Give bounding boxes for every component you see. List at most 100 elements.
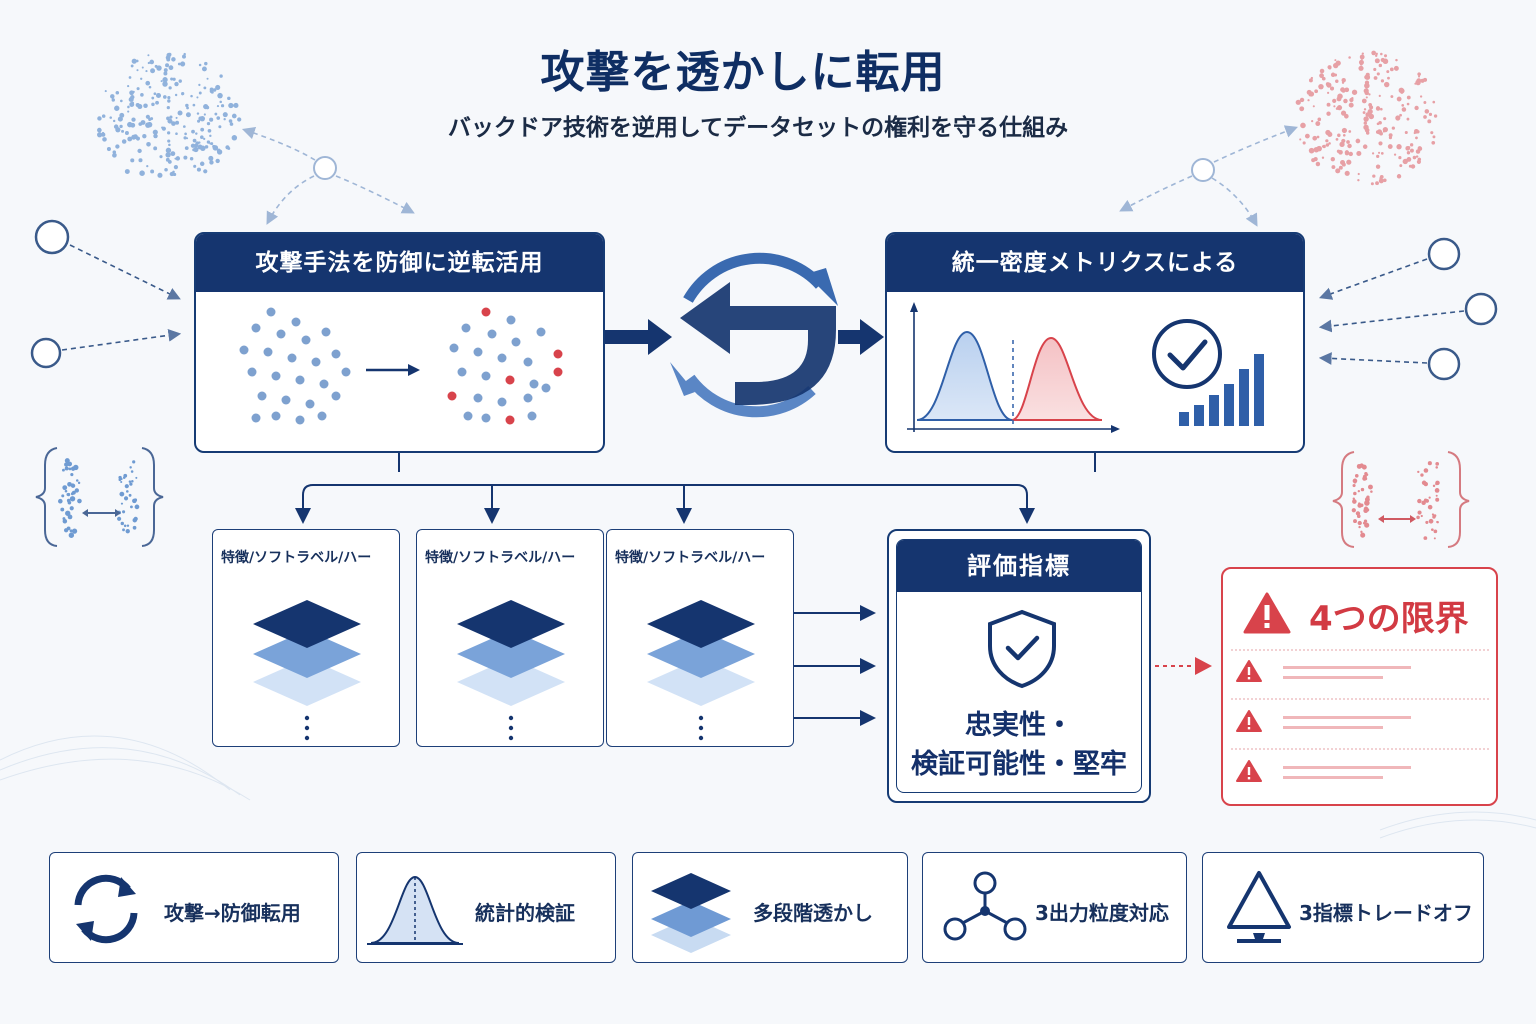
cloud-dot [1312, 135, 1318, 141]
density-metric-panel: 統一密度メトリクスによる [885, 232, 1305, 453]
data-point [553, 349, 563, 359]
cloud-dot [206, 77, 209, 80]
cloud-dot [1295, 99, 1301, 105]
cloud-dot [151, 96, 155, 100]
cloud-dot [1325, 139, 1329, 143]
cloud-dot [216, 149, 223, 155]
cloud-dot [227, 96, 231, 101]
cloud-dot [148, 118, 151, 122]
cloud-dot [1386, 70, 1390, 74]
cloud-dot [124, 131, 129, 136]
cloud-dot [1417, 75, 1421, 78]
data-point [457, 367, 467, 377]
limitations-title: 4つの限界 [1309, 599, 1469, 639]
cloud-dot [212, 88, 217, 92]
cloud-dot [133, 527, 136, 530]
cloud-dot [217, 92, 223, 99]
cloud-dot [212, 145, 219, 151]
layer-top [647, 600, 755, 648]
cloud-dot [128, 76, 132, 79]
ellipsis-dot [304, 725, 310, 731]
cloud-dot [1434, 488, 1440, 493]
cloud-dot [1353, 491, 1357, 496]
legend-item-attack-to-defense: 攻撃→防御転用 [49, 852, 339, 963]
cloud-dot [1366, 473, 1369, 476]
legend-label: 攻撃→防御転用 [164, 901, 301, 925]
cloud-dot [168, 65, 174, 71]
cloud-dot [159, 155, 163, 159]
cloud-dot [64, 462, 69, 467]
bell-curve-icon [367, 875, 463, 945]
cloud-dot [1308, 78, 1313, 83]
cloud-dot [166, 116, 170, 121]
cloud-dot [1299, 138, 1302, 141]
cloud-dot [1406, 95, 1411, 100]
input-node-right-3 [1318, 347, 1461, 381]
bracket-decoration-right [1332, 451, 1470, 548]
cloud-dot [117, 516, 122, 521]
cloud-dot [128, 493, 132, 497]
reverse-cycle-icon [670, 252, 838, 418]
cloud-dot [1375, 130, 1380, 134]
cloud-dot [131, 58, 137, 64]
cloud-dot [1355, 138, 1361, 144]
cloud-dot [150, 169, 155, 174]
cloud-dot [198, 91, 202, 95]
cloud-dot [207, 128, 212, 133]
cloud-dot [1311, 158, 1316, 163]
data-point [523, 357, 533, 367]
cloud-dot [1358, 59, 1364, 65]
cloud-dot [1399, 164, 1403, 168]
cloud-dot [1364, 522, 1370, 528]
cloud-dot [1435, 482, 1438, 486]
cloud-dot [183, 155, 188, 160]
cloud-dot [1321, 76, 1326, 81]
cloud-dot [175, 156, 181, 161]
background-swoosh [0, 735, 1536, 839]
cloud-dot [1335, 79, 1339, 83]
cloud-dot [97, 116, 102, 121]
cloud-dot [1373, 67, 1377, 72]
cloud-dot [70, 473, 74, 477]
cloud-dot [1370, 490, 1373, 493]
cloud-dot [1396, 144, 1402, 150]
cloud-dot [227, 147, 231, 150]
cloud-dot [1330, 157, 1335, 162]
cloud-dot [122, 528, 125, 532]
cloud-dot [61, 494, 65, 498]
cloud-dot [160, 80, 163, 83]
cloud-dot [1435, 466, 1438, 469]
cloud-dot [1412, 155, 1417, 160]
cloud-dot [143, 103, 148, 109]
cloud-dot [97, 127, 102, 133]
page-title: 攻撃を透かしに転用 [540, 47, 946, 98]
cloud-dot [1342, 133, 1346, 137]
cloud-dot [196, 96, 199, 99]
cloud-dot [134, 504, 140, 510]
cloud-dot [1325, 143, 1330, 147]
warning-icon [1243, 592, 1291, 634]
watermark-layer-card-1: 特徴/ソフトラベル/ハー [212, 529, 400, 747]
cloud-dot [1433, 514, 1437, 518]
cloud-dot [1409, 143, 1414, 147]
cloud-dot [184, 146, 189, 150]
attack-to-defense-header: 攻撃手法を防御に逆転活用 [196, 234, 603, 292]
cloud-dot [1409, 148, 1414, 153]
cloud-dot [204, 61, 208, 66]
cloud-dot [149, 59, 155, 65]
cloud-dot [1373, 76, 1378, 80]
cloud-dot [152, 129, 158, 135]
stacked-layers-icon [647, 600, 755, 741]
cloud-dot [1326, 82, 1332, 88]
data-point [553, 367, 563, 377]
data-point [481, 371, 491, 381]
cloud-dot [1380, 52, 1383, 56]
cloud-dot [1374, 54, 1378, 57]
cloud-dot [1387, 76, 1390, 80]
data-point [447, 391, 457, 401]
cloud-dot [1304, 133, 1310, 139]
legend-label: 統計的検証 [475, 901, 575, 925]
cloud-dot [1360, 487, 1365, 492]
cloud-dot [67, 481, 72, 487]
cloud-dot [169, 115, 173, 119]
